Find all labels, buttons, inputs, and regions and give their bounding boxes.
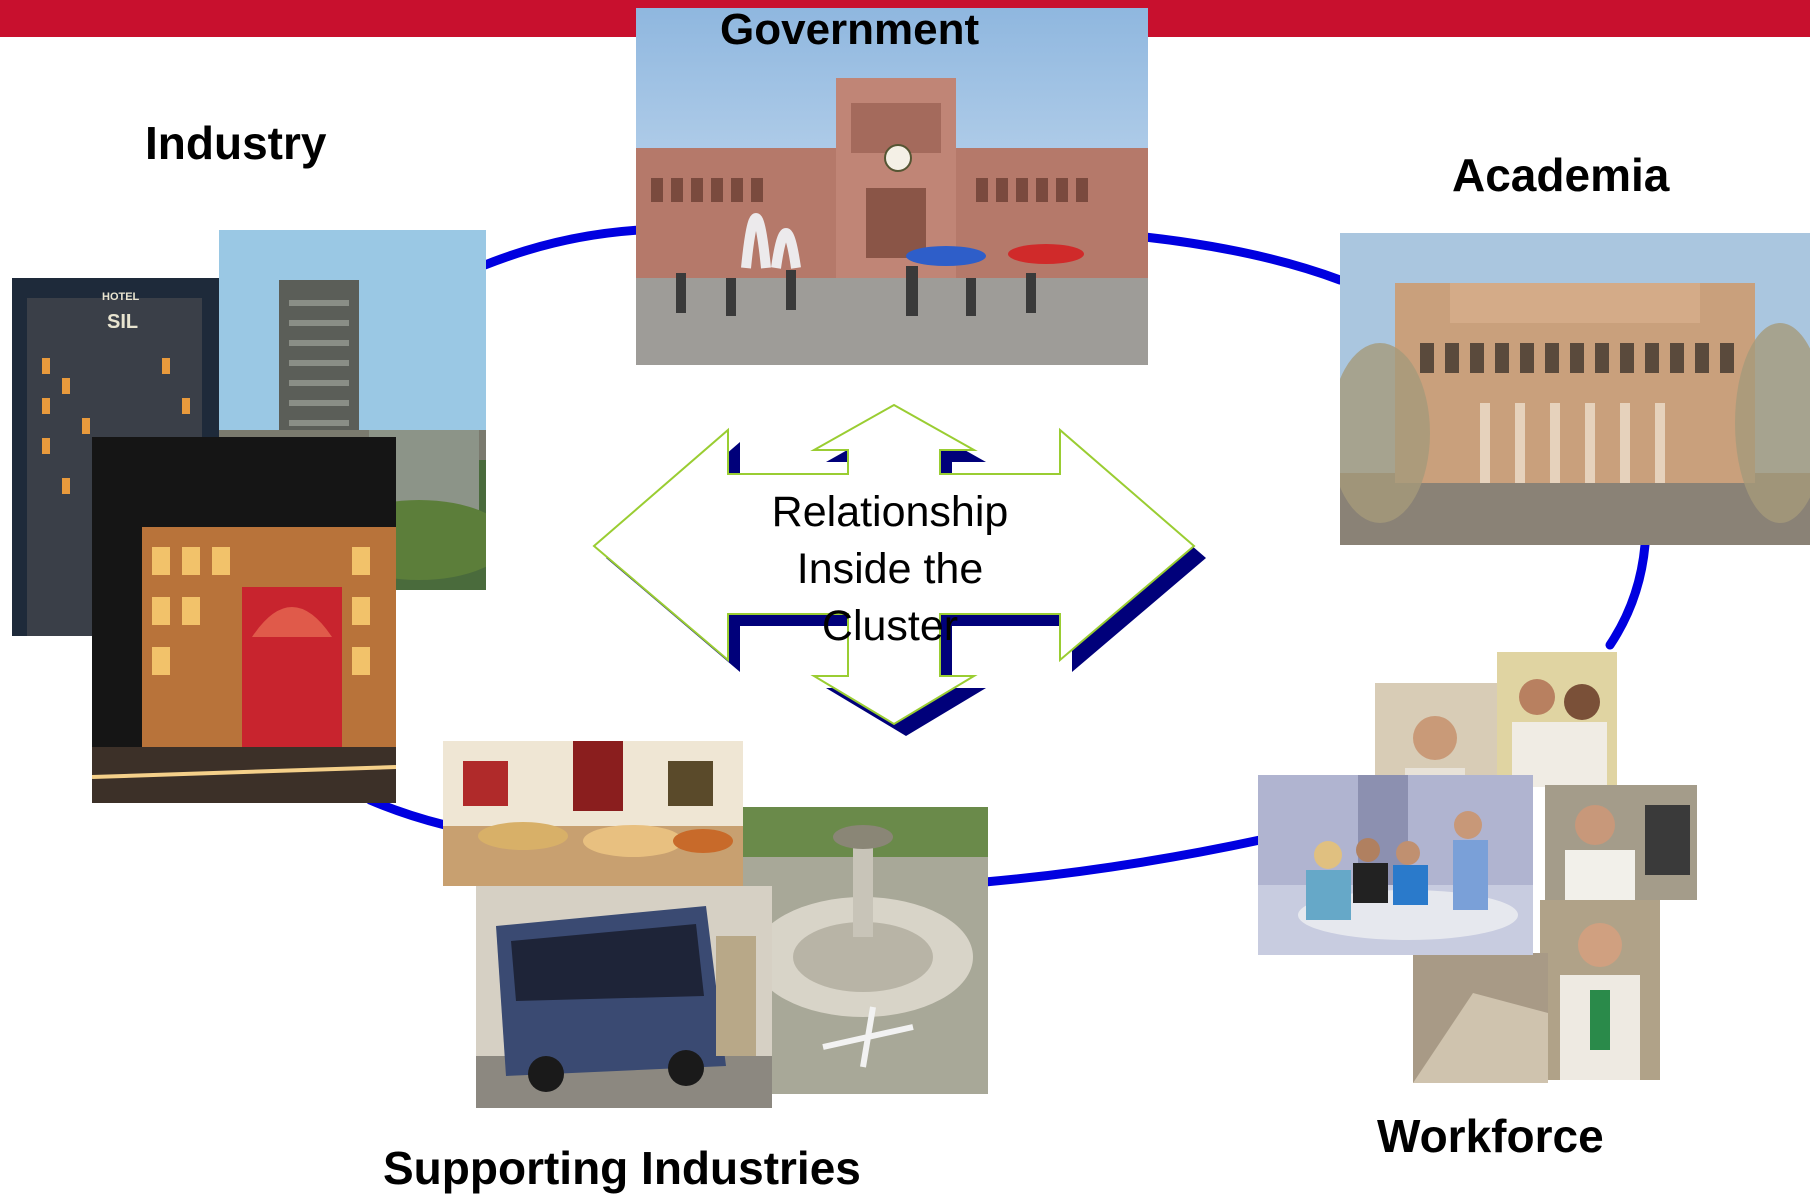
label-supporting-industries: Supporting Industries xyxy=(383,1142,861,1194)
hotel-sign-name: SIL xyxy=(107,311,138,333)
workforce-photo-4 xyxy=(1540,900,1660,1080)
industry-night-photo xyxy=(92,437,396,803)
label-workforce: Workforce xyxy=(1377,1110,1604,1162)
label-government: Government xyxy=(720,5,980,54)
government-photo xyxy=(636,8,1148,365)
workforce-photo-2 xyxy=(1497,652,1617,787)
relationship-line-3: Cluster xyxy=(821,602,959,650)
academia-photo xyxy=(1340,233,1810,545)
label-industry: Industry xyxy=(145,117,327,169)
relationship-line-1: Relationship xyxy=(771,488,1009,536)
supporting-food-photo xyxy=(443,741,743,886)
label-academia: Academia xyxy=(1452,149,1670,201)
workforce-meeting-photo xyxy=(1258,775,1533,955)
relationship-text: Relationship Inside the Cluster xyxy=(730,484,1050,655)
workforce-photo-3 xyxy=(1545,785,1697,900)
workforce-photo-5 xyxy=(1413,953,1548,1083)
ring-arc xyxy=(365,225,1650,887)
arrow-body xyxy=(592,403,1196,726)
supporting-airport-photo xyxy=(743,807,988,1094)
hotel-sign-top: HOTEL xyxy=(102,291,140,303)
supporting-bus-photo xyxy=(476,886,772,1108)
relationship-line-2: Inside the xyxy=(796,545,984,593)
